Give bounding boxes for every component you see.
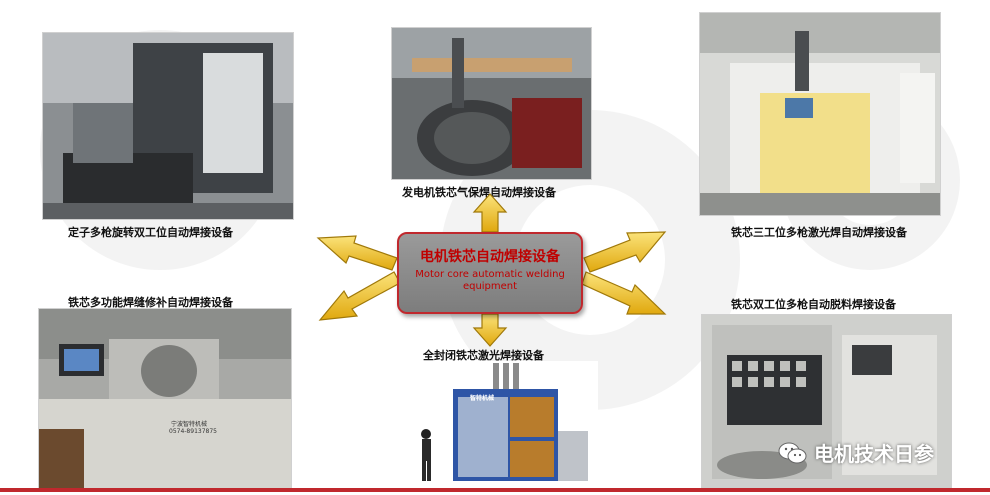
photo-generator-core-welder [391, 27, 592, 180]
photo-dual-station-unloading-welder [701, 314, 952, 490]
photo-enclosed-laser-welder: 智特机械 [398, 361, 598, 484]
caption-bottom-center: 全封闭铁芯激光焊接设备 [423, 349, 544, 362]
center-subtitle: Motor core automatic welding equipment [415, 269, 565, 292]
wechat-icon [778, 442, 807, 463]
cabinet-label: 智特机械 [470, 395, 495, 402]
caption-top-right: 铁芯三工位多枪激光焊自动焊接设备 [731, 226, 907, 239]
caption-top-left: 定子多枪旋转双工位自动焊接设备 [68, 226, 233, 239]
caption-mid-left: 铁芯多功能焊缝修补自动焊接设备 [68, 296, 233, 309]
center-title: 电机铁芯自动焊接设备 [420, 249, 560, 265]
machine-phone: 0574-89137875 [169, 428, 217, 435]
photo-stator-rotary-welder [42, 32, 294, 220]
machine-label: 宁波智特机械 [171, 421, 208, 428]
bottom-accent-line [0, 488, 990, 492]
caption-top-center: 发电机铁芯气保焊自动焊接设备 [402, 186, 556, 199]
photo-three-station-laser-welder [699, 12, 941, 216]
caption-mid-right: 铁芯双工位多枪自动脱料焊接设备 [731, 298, 896, 311]
center-topic-box: 电机铁芯自动焊接设备 Motor core automatic welding … [397, 232, 583, 314]
photo-weld-repair-machine: 宁波智特机械 0574-89137875 [38, 308, 292, 489]
watermark: 电机技术日参 [778, 438, 934, 467]
watermark-text: 电机技术日参 [814, 442, 934, 466]
